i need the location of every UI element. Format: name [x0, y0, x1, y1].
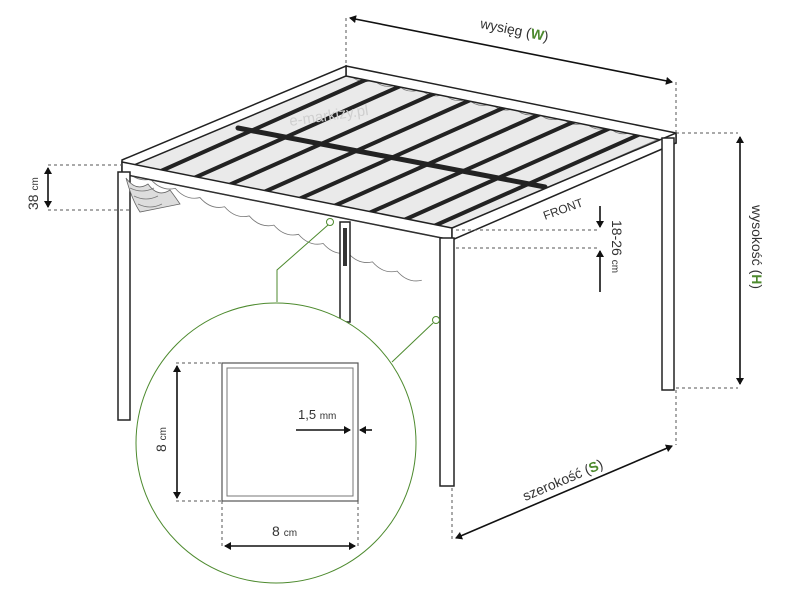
- profile-side-unit: cm: [158, 427, 169, 440]
- beam-height-unit: cm: [30, 177, 41, 190]
- svg-text:8 cm: 8 cm: [272, 523, 297, 539]
- folded-fabric: [125, 177, 181, 213]
- frame-beams: [121, 64, 677, 242]
- svg-text:1,5 mm: 1,5 mm: [298, 407, 336, 422]
- depth-label: szerokość: [520, 465, 584, 504]
- profile-detail: 8 cm 8 cm 1,5 mm: [135, 302, 417, 584]
- dimension-beam-height: 38 cm: [25, 164, 130, 211]
- svg-text:38 cm: 38 cm: [25, 177, 41, 210]
- svg-text:wysokość (H): wysokość (H): [749, 204, 765, 289]
- svg-text:18-26 cm: 18-26 cm: [609, 220, 625, 273]
- profile-bottom-unit: cm: [284, 528, 297, 539]
- profile-bottom-value: 8: [272, 523, 280, 539]
- svg-text:wysięg (W): wysięg (W): [478, 15, 550, 44]
- detail-leaders: [276, 218, 440, 363]
- posts: [117, 137, 675, 487]
- height-letter: H: [749, 274, 765, 284]
- dimension-drop-range: 18-26 cm: [456, 206, 625, 292]
- height-label: wysokość: [749, 204, 765, 266]
- dimension-depth: szerokość (S): [451, 390, 677, 540]
- width-label: wysięg: [478, 15, 524, 39]
- svg-text:8 cm: 8 cm: [153, 427, 169, 452]
- drop-range-value: 18-26: [609, 220, 625, 256]
- wall-thickness-value: 1,5: [298, 407, 316, 422]
- front-label: FRONT: [541, 195, 585, 223]
- wall-thickness-unit: mm: [320, 411, 337, 422]
- drop-range-unit: cm: [609, 260, 620, 273]
- beam-height-value: 38: [25, 194, 41, 210]
- profile-side-value: 8: [153, 444, 169, 452]
- dimension-height: wysokość (H): [676, 132, 765, 389]
- roof-slats: [150, 75, 647, 232]
- width-letter: W: [529, 25, 546, 43]
